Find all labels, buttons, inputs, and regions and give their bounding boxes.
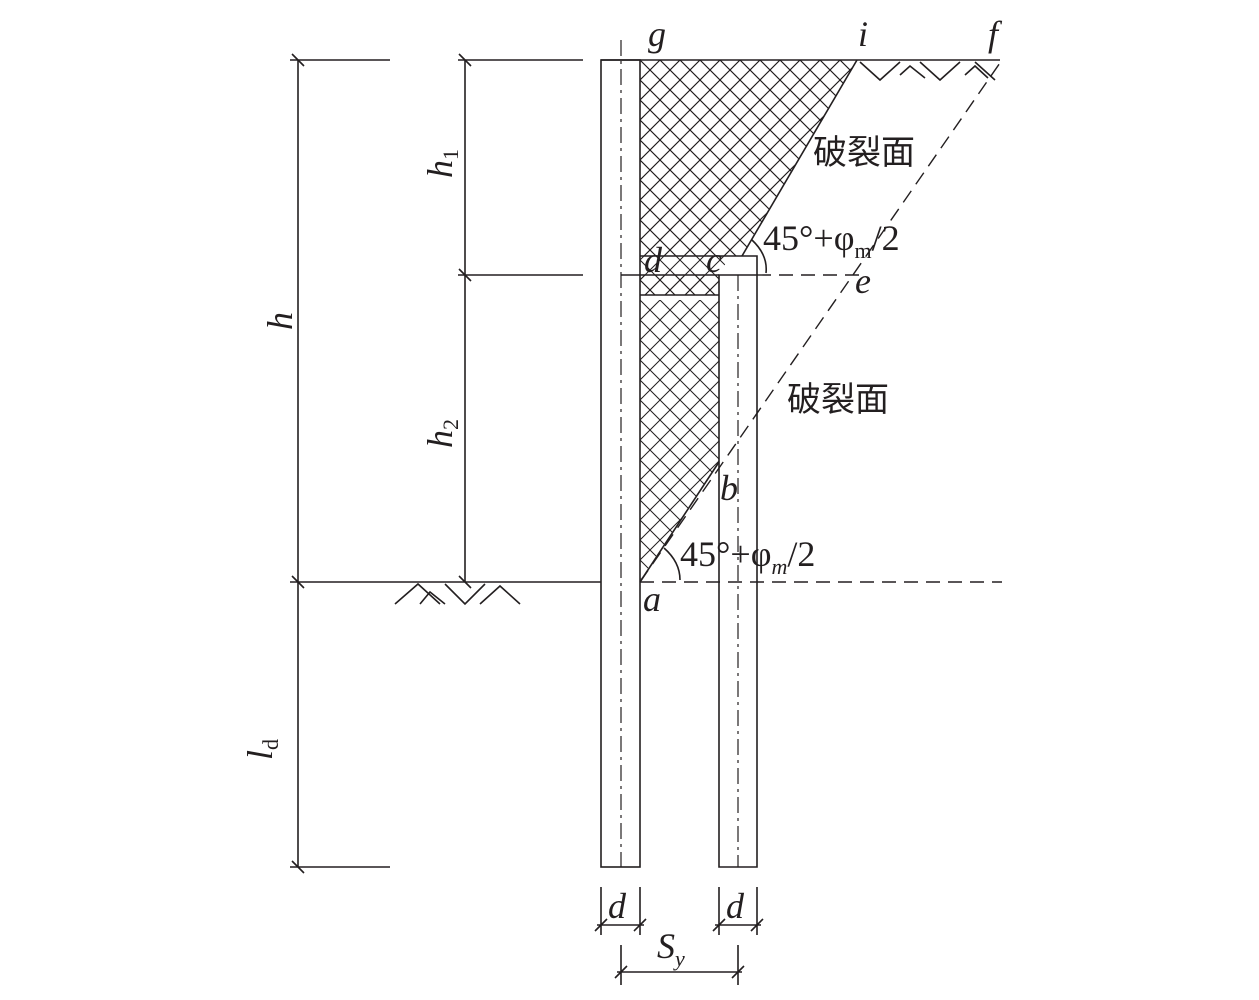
failure-line-ab: [639, 461, 720, 583]
ground-symbol-bottom: [394, 582, 521, 606]
dim-label-d-right: d: [726, 886, 745, 926]
failure-line-ci: [741, 59, 858, 257]
dim-d: [594, 887, 764, 935]
dim-label-h2: h2: [420, 419, 463, 448]
angle-label-upper: 45°+φm/2: [763, 218, 900, 263]
failure-line-af: [639, 59, 1003, 583]
label-b: b: [720, 468, 738, 508]
soil-wedge-upper-main: [640, 60, 857, 256]
dim-label-sy: Sy: [657, 926, 685, 971]
angle-label-lower: 45°+φm/2: [680, 534, 815, 579]
dim-label-d-left: d: [608, 886, 627, 926]
dim-label-h: h: [260, 312, 300, 330]
label-d: d: [644, 240, 663, 280]
label-i: i: [858, 14, 868, 54]
label-c: c: [706, 240, 722, 280]
label-e: e: [855, 261, 871, 301]
soil-wedge-lower: [640, 300, 719, 580]
angle-arc-lower: [663, 547, 681, 581]
dim-label-ld: ld: [240, 739, 283, 760]
dim-label-h1: h1: [420, 149, 463, 178]
dim-ticks: [458, 53, 472, 589]
failure-surface-label-lower: 破裂面: [787, 380, 889, 420]
dim-ticks: [291, 53, 305, 874]
pile-cap-line: [640, 255, 758, 275]
label-f: f: [988, 14, 1003, 54]
angle-arc-upper: [751, 239, 768, 274]
label-a: a: [643, 579, 661, 619]
dim-sy: [614, 945, 745, 985]
failure-surface-label-upper: 破裂面: [813, 133, 915, 173]
ground-symbol-top: [859, 61, 996, 82]
label-g: g: [648, 14, 666, 54]
